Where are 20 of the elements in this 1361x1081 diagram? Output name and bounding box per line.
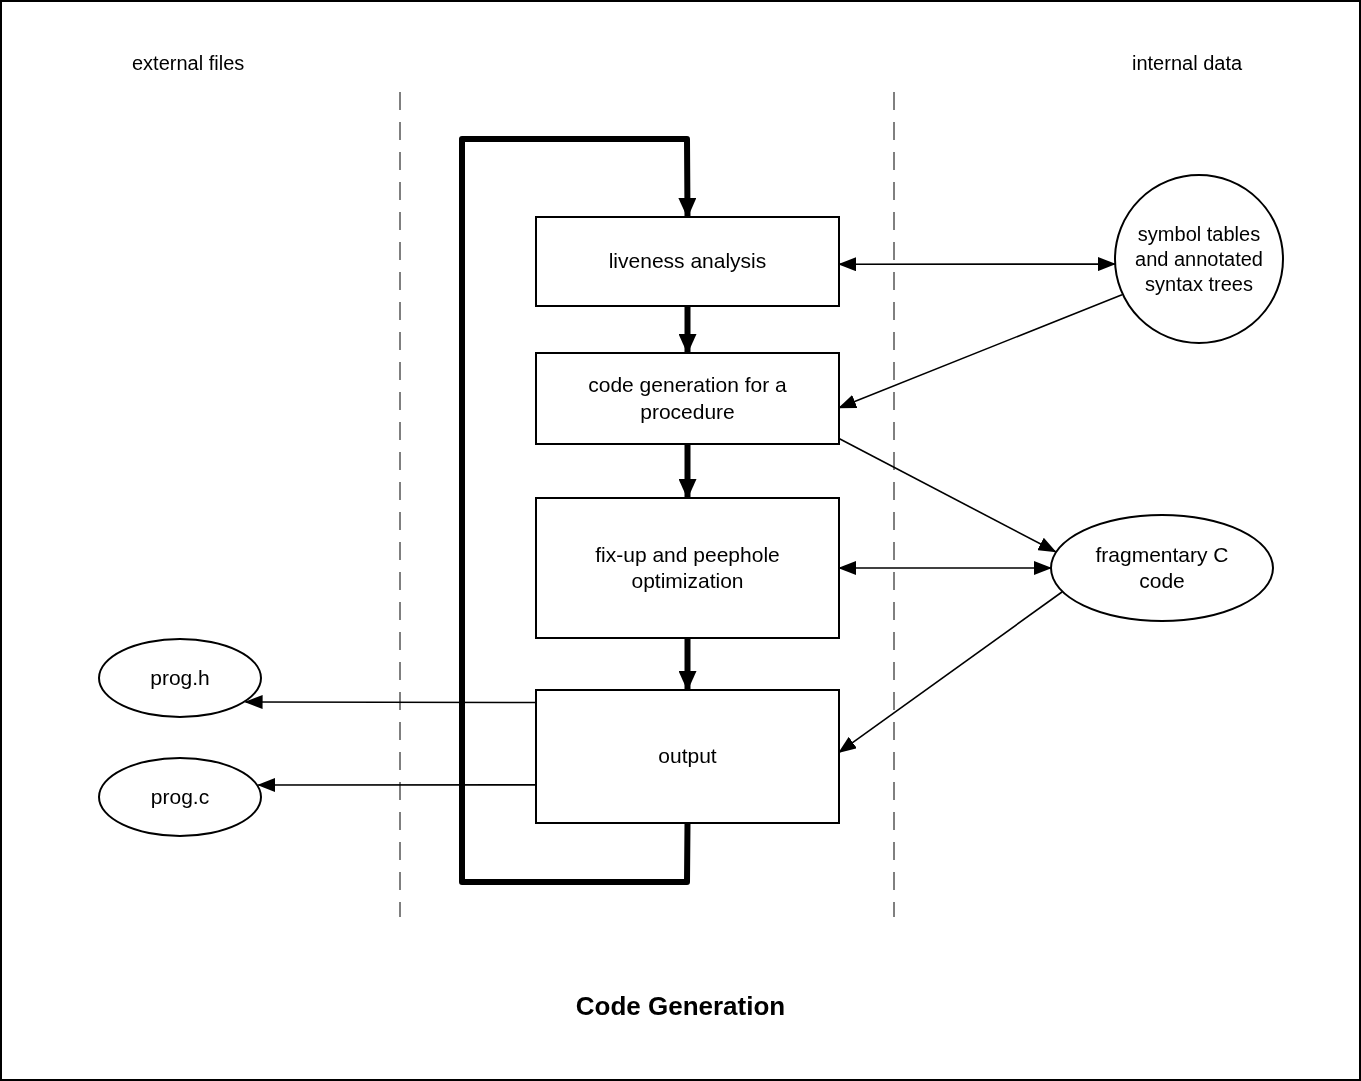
caption: Code Generation <box>575 990 786 1023</box>
thick-arrow <box>678 444 697 499</box>
process-box <box>535 689 840 824</box>
node-label: symbol tables and annotated syntax trees <box>1134 221 1264 297</box>
node-label: fragmentary C code <box>1094 541 1230 594</box>
node-label: output <box>658 743 717 770</box>
thick-arrow <box>678 638 697 691</box>
node-label: liveness analysis <box>608 248 767 275</box>
process-box <box>535 216 840 307</box>
node-label: prog.h <box>150 664 210 691</box>
thick-arrow <box>678 306 697 354</box>
node-label: fix-up and peephole optimization <box>594 541 781 594</box>
arrow <box>244 695 537 710</box>
process-box <box>535 352 840 445</box>
process-box <box>535 497 840 639</box>
node-label: prog.c <box>150 783 210 810</box>
column-heading: external files <box>132 51 245 76</box>
column-heading: internal data <box>1132 51 1243 76</box>
node-label: code generation for a procedure <box>587 372 788 425</box>
thick-arrow <box>459 136 697 885</box>
